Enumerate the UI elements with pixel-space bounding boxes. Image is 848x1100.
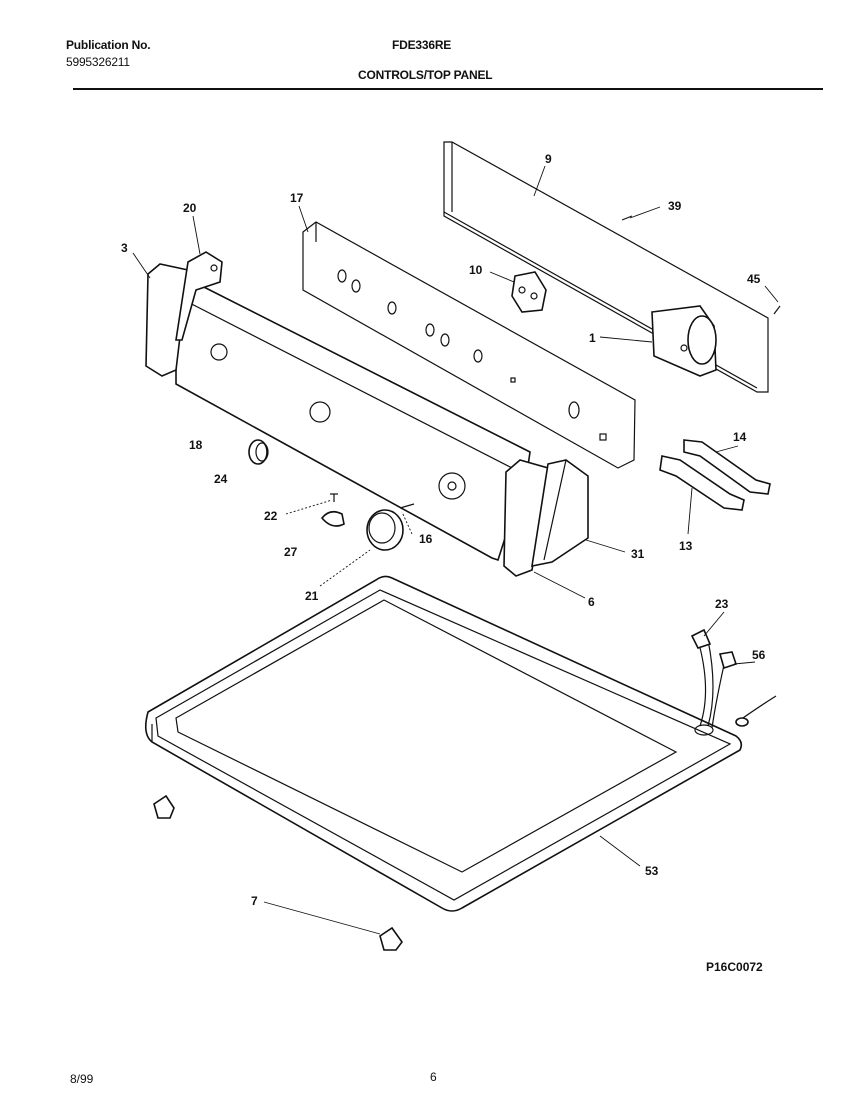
- part-16-clip: [399, 503, 415, 509]
- callout-7: 7: [251, 894, 258, 908]
- part-21-knob: [366, 509, 404, 551]
- part-18-console: [175, 279, 531, 562]
- callout-45: 45: [747, 272, 761, 286]
- callout-31: 31: [631, 547, 645, 561]
- callout-3: 3: [121, 241, 128, 255]
- header-rule: [73, 88, 823, 90]
- publication-number: 5995326211: [66, 55, 130, 69]
- part-6-right-endcap: [503, 459, 549, 577]
- callout-13: 13: [679, 539, 693, 553]
- callout-21: 21: [305, 589, 319, 603]
- part-22-screw: [330, 493, 338, 502]
- callout-10: 10: [469, 263, 483, 277]
- callout-16: 16: [419, 532, 433, 546]
- part-17-control-frame: [302, 221, 636, 469]
- callout-20: 20: [183, 201, 197, 215]
- callout-18: 18: [189, 438, 203, 452]
- part-13-strap: [659, 455, 745, 511]
- part-20-left-bracket: [175, 251, 223, 341]
- callout-22: 22: [264, 509, 278, 523]
- part-3-left-endcap: [145, 263, 189, 377]
- callout-6: 6: [588, 595, 595, 609]
- callout-53: 53: [645, 864, 659, 878]
- callout-9: 9: [545, 152, 552, 166]
- page-number: 6: [430, 1070, 437, 1084]
- callout-23: 23: [715, 597, 729, 611]
- callout-39: 39: [668, 199, 682, 213]
- section-title: CONTROLS/TOP PANEL: [358, 68, 493, 82]
- part-56-cord: [735, 695, 777, 727]
- callout-1: 1: [589, 331, 596, 345]
- callout-56: 56: [752, 648, 766, 662]
- drawing-id: P16C0072: [706, 960, 763, 974]
- part-1-timer: [651, 305, 717, 377]
- footer-date: 8/99: [70, 1072, 94, 1086]
- leader-lines: [132, 165, 779, 935]
- part-24-bushing: [248, 439, 269, 465]
- callout-17: 17: [290, 191, 304, 205]
- part-10-switch: [511, 271, 547, 313]
- part-39-screw: [621, 215, 633, 221]
- callout-27: 27: [284, 545, 298, 559]
- model-number: FDE336RE: [392, 38, 452, 52]
- part-14-strap: [683, 439, 771, 495]
- publication-label: Publication No.: [66, 38, 151, 52]
- callout-14: 14: [733, 430, 747, 444]
- part-31-right-bracket: [531, 459, 589, 568]
- part-9-rear-panel: [443, 141, 769, 393]
- part-45-screw: [773, 305, 781, 315]
- part-7-clip: [153, 794, 403, 951]
- callout-24: 24: [214, 472, 228, 486]
- part-23-wire-harness: [690, 628, 738, 729]
- part-53-top-panel: [144, 575, 743, 912]
- part-27-clip: [320, 510, 345, 527]
